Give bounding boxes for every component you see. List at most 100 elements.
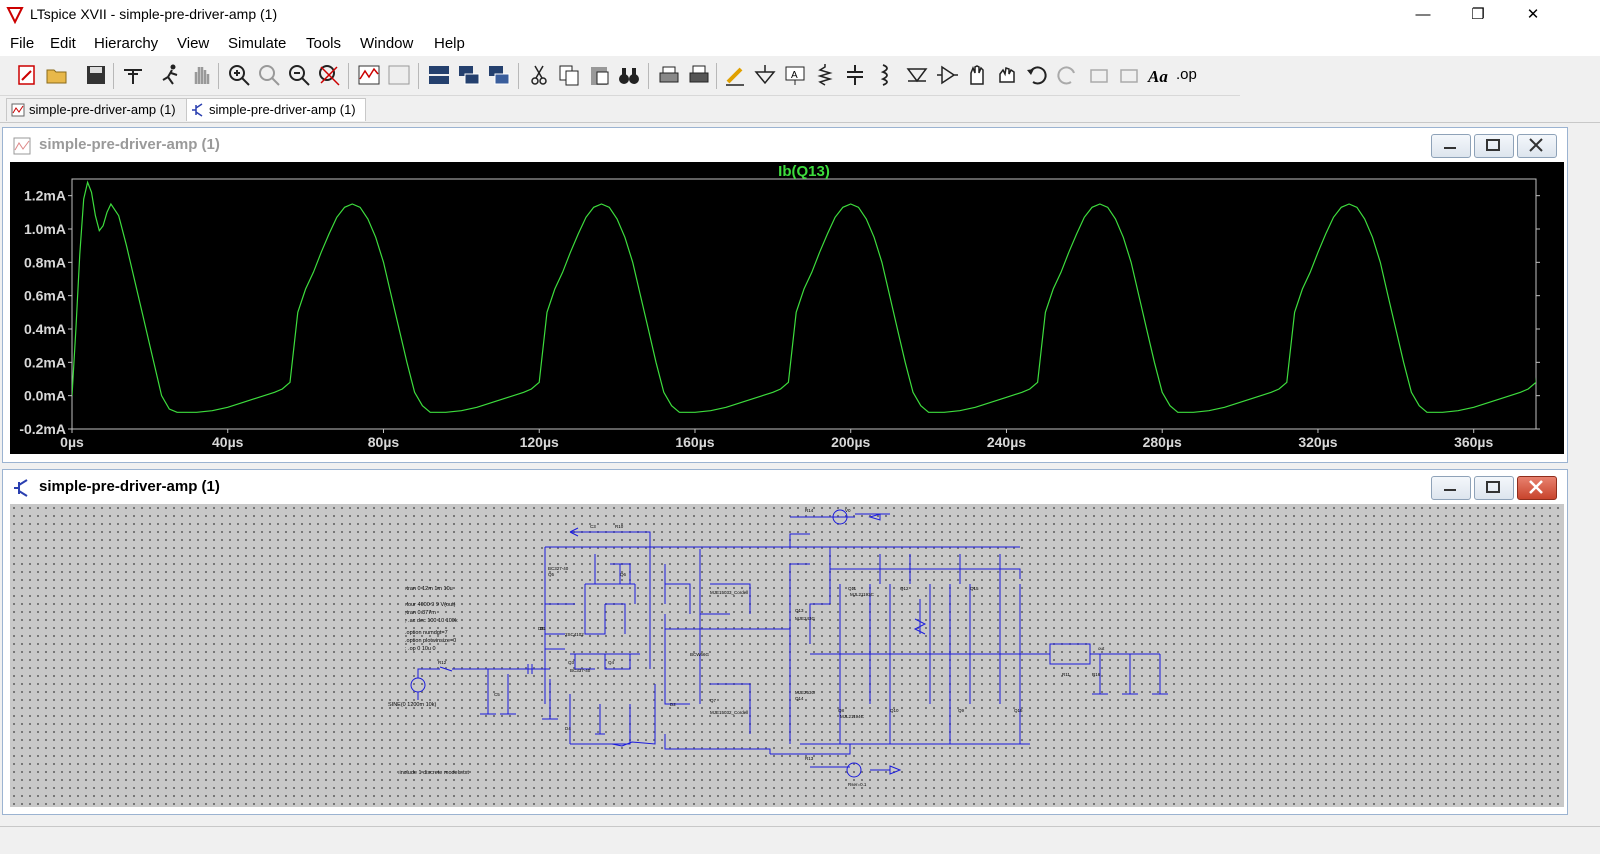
component-label: Q13 — [795, 608, 804, 613]
copy-icon[interactable] — [556, 62, 582, 88]
undo-icon[interactable] — [1024, 62, 1050, 88]
cascade-icon[interactable] — [486, 62, 512, 88]
menu-hierarchy[interactable]: Hierarchy — [94, 35, 159, 52]
component-label: R12 — [438, 660, 447, 665]
menu-edit[interactable]: Edit — [50, 35, 76, 52]
save-icon[interactable] — [83, 62, 109, 88]
y-tick-label: 1.0mA — [24, 221, 66, 237]
schematic-canvas[interactable]: .tran 0 12m 1m 10u .four 4000 9 9 V(out)… — [10, 504, 1564, 807]
component-label: C5 — [494, 692, 500, 697]
tile-vertical-icon[interactable] — [456, 62, 482, 88]
cut-icon[interactable] — [526, 62, 552, 88]
schematic-close-button[interactable] — [1517, 476, 1557, 500]
component-label: D4 — [565, 726, 571, 731]
paste-icon[interactable] — [586, 62, 612, 88]
schematic-window-title: simple-pre-driver-amp (1) — [39, 478, 220, 495]
directive-line: ; .ac dec 100 10 100k — [405, 618, 458, 624]
print-setup-icon[interactable] — [656, 62, 682, 88]
text-icon[interactable]: Aa — [1146, 62, 1172, 88]
tab-schematic[interactable]: simple-pre-driver-amp (1) — [186, 98, 366, 121]
x-tick-label: 160µs — [675, 434, 714, 450]
waveform-minimize-button[interactable] — [1431, 134, 1471, 158]
component-label: D2 — [670, 702, 676, 707]
component-label: Q14 — [795, 696, 804, 701]
waveform-maximize-button[interactable] — [1474, 134, 1514, 158]
schematic-minimize-button[interactable] — [1431, 476, 1471, 500]
component-label: R13 — [805, 756, 814, 761]
zoom-to-fit-icon[interactable] — [256, 62, 282, 88]
halt-icon[interactable] — [188, 62, 214, 88]
component-label: BCW66G — [690, 652, 710, 657]
output-net-label: out — [1098, 646, 1105, 651]
waveform-close-button[interactable] — [1517, 134, 1557, 158]
tile-horizontal-icon[interactable] — [426, 62, 452, 88]
label-net-icon[interactable]: A — [782, 62, 808, 88]
new-schematic-icon[interactable] — [14, 62, 40, 88]
component-label: Q9 — [958, 708, 965, 713]
component-label: MJE243G — [795, 616, 816, 621]
tab-label: simple-pre-driver-amp (1) — [29, 102, 176, 117]
close-button[interactable]: ✕ — [1526, 6, 1540, 23]
spice-directive-button[interactable]: .op — [1176, 66, 1197, 83]
waveform-window-title: simple-pre-driver-amp (1) — [39, 136, 220, 153]
component-icon[interactable] — [934, 62, 960, 88]
waveform-window-titlebar[interactable]: simple-pre-driver-amp (1) — [3, 128, 1567, 160]
zoom-cancel-icon[interactable] — [316, 62, 342, 88]
x-tick-label: 0µs — [60, 434, 84, 450]
waveform-chart: Ib(Q13)-0.2mA0.0mA0.2mA0.4mA0.6mA0.8mA1.… — [19, 163, 1540, 450]
redo-icon[interactable] — [1054, 62, 1080, 88]
print-icon[interactable] — [686, 62, 712, 88]
component-label: BC337-40 — [570, 668, 591, 673]
x-tick-label: 120µs — [520, 434, 559, 450]
menu-tools[interactable]: Tools — [306, 35, 342, 52]
zoom-in-icon[interactable] — [226, 62, 252, 88]
trace-title: Ib(Q13) — [778, 163, 830, 180]
component-label: MJE253G — [795, 690, 816, 695]
resistor-icon[interactable] — [812, 62, 838, 88]
y-tick-label: 1.2mA — [24, 188, 66, 204]
draw-wire-icon[interactable] — [722, 62, 748, 88]
component-label: D1 — [540, 626, 546, 631]
component-label: Rser=0.1 — [848, 782, 867, 787]
y-tick-label: -0.2mA — [19, 421, 66, 437]
schematic-window-titlebar[interactable]: simple-pre-driver-amp (1) — [3, 470, 1567, 502]
component-label: Q3 — [568, 660, 575, 665]
x-tick-label: 280µs — [1143, 434, 1182, 450]
plot-frame — [71, 178, 1537, 430]
menu-view[interactable]: View — [177, 35, 210, 52]
title-bar: LTspice XVII - simple-pre-driver-amp (1)… — [0, 0, 1600, 30]
control-panel-icon[interactable] — [120, 62, 146, 88]
restore-button[interactable]: ❐ — [1471, 6, 1485, 23]
inductor-icon[interactable] — [872, 62, 898, 88]
rotate-icon[interactable] — [1086, 62, 1112, 88]
y-tick-label: 0.6mA — [24, 288, 66, 304]
tab-waveform[interactable]: simple-pre-driver-amp (1) — [6, 98, 188, 121]
x-tick-label: 200µs — [831, 434, 870, 450]
menu-help[interactable]: Help — [434, 35, 465, 52]
diode-icon[interactable] — [904, 62, 930, 88]
run-icon[interactable] — [158, 62, 184, 88]
waveform-icon[interactable] — [356, 62, 382, 88]
zoom-out-icon[interactable] — [286, 62, 312, 88]
schematic-maximize-button[interactable] — [1474, 476, 1514, 500]
mirror-icon[interactable] — [1116, 62, 1142, 88]
svg-text:A: A — [791, 70, 798, 81]
menu-simulate[interactable]: Simulate — [228, 35, 287, 52]
y-tick-label: 0.4mA — [24, 321, 66, 337]
minimize-button[interactable]: — — [1415, 6, 1431, 23]
tab-label: simple-pre-driver-amp (1) — [209, 102, 356, 117]
ground-icon[interactable] — [752, 62, 778, 88]
menu-file[interactable]: File — [10, 35, 35, 52]
menu-window[interactable]: Window — [360, 35, 414, 52]
capacitor-icon[interactable] — [842, 62, 868, 88]
open-icon[interactable] — [44, 62, 70, 88]
x-tick-label: 40µs — [212, 434, 244, 450]
find-icon[interactable] — [616, 62, 642, 88]
x-tick-label: 320µs — [1298, 434, 1337, 450]
move-icon[interactable] — [964, 62, 990, 88]
x-tick-label: 80µs — [368, 434, 400, 450]
plot-settings-icon[interactable] — [386, 62, 412, 88]
drag-icon[interactable] — [994, 62, 1020, 88]
